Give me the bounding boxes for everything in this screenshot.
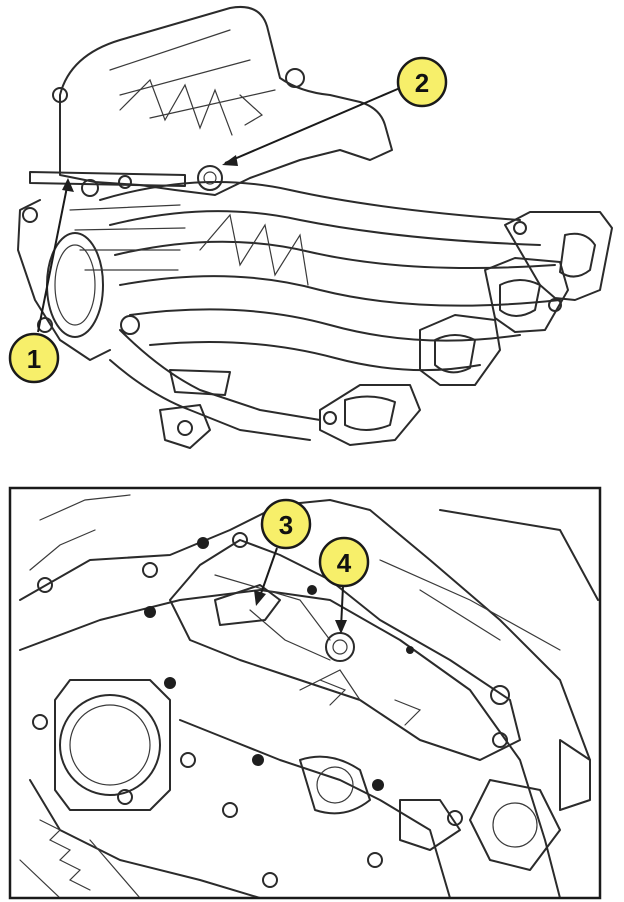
callout-1: 1 bbox=[8, 178, 74, 384]
callout-4-marker bbox=[318, 536, 370, 588]
callout-1-marker bbox=[8, 332, 60, 384]
gasket-item-3 bbox=[214, 584, 281, 626]
detail-frame bbox=[8, 486, 602, 900]
seal-washer-item-4 bbox=[325, 632, 355, 662]
intake-manifold-illustration bbox=[17, 6, 613, 449]
callout-2-label: 2 bbox=[415, 68, 429, 98]
callout-2: 2 bbox=[222, 56, 448, 166]
callout-3: 3 bbox=[254, 498, 312, 606]
callout-4-label: 4 bbox=[337, 548, 352, 578]
callout-1-label: 1 bbox=[27, 344, 41, 374]
engine-top-illustration bbox=[19, 494, 599, 897]
callout-3-label: 3 bbox=[279, 510, 293, 540]
callout-3-marker bbox=[260, 498, 312, 550]
callout-2-marker bbox=[396, 56, 448, 108]
callout-4: 4 bbox=[318, 536, 370, 634]
